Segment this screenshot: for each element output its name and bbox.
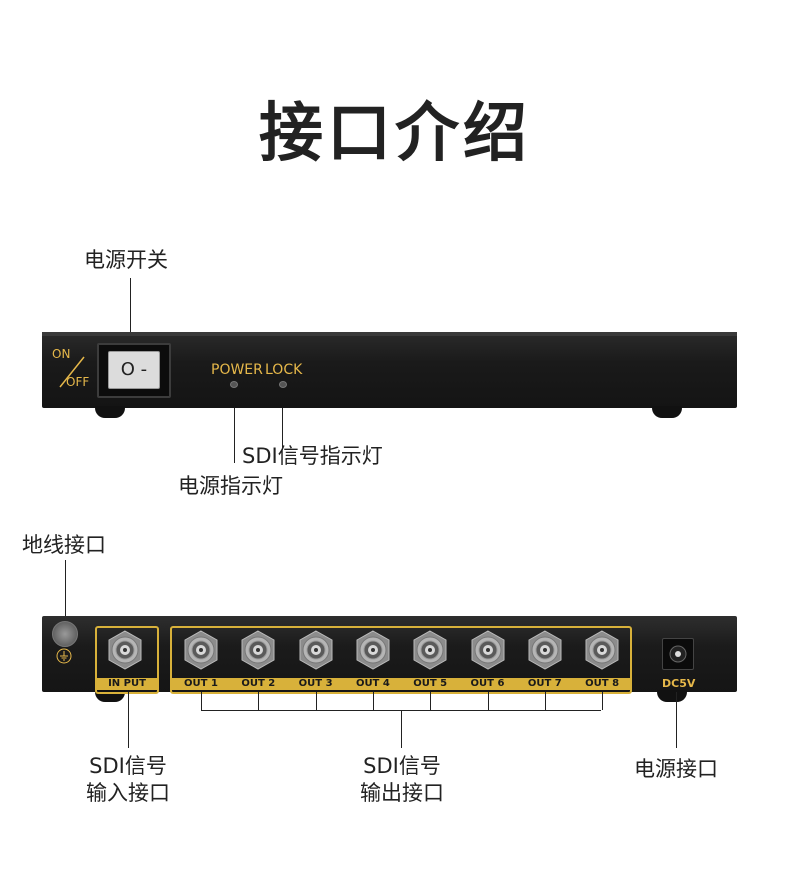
sdi-input-pointer <box>128 692 129 748</box>
output-port-label: OUT 6 <box>470 678 505 689</box>
dc-label: DC5V <box>662 677 696 690</box>
sdi-output-connector[interactable] <box>181 630 221 670</box>
output-port-label: OUT 1 <box>184 678 218 689</box>
output-port-label: OUT 3 <box>298 678 333 689</box>
output-bracket-tick <box>315 692 317 710</box>
ground-symbol-icon <box>56 648 72 664</box>
sdi-input-label: SDI信号 输入接口 <box>68 753 188 807</box>
back-foot-right <box>657 690 687 702</box>
power-led <box>230 381 238 388</box>
sdi-output-connector[interactable] <box>353 630 393 670</box>
power-port-label: 电源接口 <box>634 757 718 781</box>
off-text: OFF <box>66 375 90 389</box>
power-switch-label: 电源开关 <box>84 248 168 272</box>
lock-led <box>279 381 287 388</box>
sdi-output-connector[interactable] <box>238 630 278 670</box>
power-switch-pointer <box>130 278 131 346</box>
output-bracket-tick <box>430 692 432 710</box>
output-bracket-tick <box>258 692 260 710</box>
output-panel <box>170 626 632 694</box>
ground-pointer <box>65 560 66 622</box>
page-title: 接口介绍 <box>259 97 531 171</box>
output-port-label: OUT 7 <box>527 678 562 689</box>
on-text: ON <box>52 347 71 361</box>
output-bracket-tick <box>372 692 374 710</box>
output-port-label: OUT 2 <box>241 678 276 689</box>
sdi-output-label: SDI信号 输出接口 <box>342 753 462 807</box>
lock-led-label: LOCK <box>265 362 303 378</box>
sdi-indicator-label: SDI信号指示灯 <box>242 444 383 468</box>
power-switch-rocker[interactable]: O - <box>108 351 160 389</box>
dc-power-jack[interactable] <box>662 638 694 670</box>
input-panel <box>95 626 159 694</box>
slash-icon <box>59 356 85 388</box>
on-off-marking: ON OFF <box>50 345 98 395</box>
output-label-strip <box>172 678 630 690</box>
sdi-input-label-line1: SDI信号 <box>89 754 167 778</box>
sdi-output-label-line1: SDI信号 <box>363 754 441 778</box>
ground-screw-icon[interactable] <box>52 621 78 647</box>
output-port-label: OUT 5 <box>413 678 448 689</box>
lock-led-pointer <box>282 408 283 450</box>
sdi-output-connector[interactable] <box>468 630 508 670</box>
sdi-output-label-line2: 输出接口 <box>360 781 444 805</box>
front-foot-right <box>652 406 682 418</box>
output-port-label: OUT 8 <box>585 678 620 689</box>
power-led-pointer <box>234 408 235 463</box>
front-panel-top-edge <box>42 332 737 336</box>
output-bracket-tick <box>544 692 546 710</box>
sdi-output-connector[interactable] <box>525 630 565 670</box>
output-port-label: OUT 4 <box>355 678 390 689</box>
sdi-output-connector[interactable] <box>582 630 622 670</box>
output-bracket-tick <box>201 692 202 710</box>
ground-label: 地线接口 <box>22 533 106 557</box>
sdi-input-connector[interactable] <box>105 630 145 670</box>
power-led-label: POWER <box>211 362 263 378</box>
power-indicator-label: 电源指示灯 <box>178 474 283 498</box>
sdi-input-label-line2: 输入接口 <box>86 781 170 805</box>
sdi-output-connector[interactable] <box>296 630 336 670</box>
output-bracket-tick <box>487 692 489 710</box>
front-foot-left <box>95 406 125 418</box>
output-bracket-tick <box>602 692 604 710</box>
power-port-pointer <box>676 692 677 748</box>
sdi-output-pointer <box>401 710 402 748</box>
sdi-output-connector[interactable] <box>410 630 450 670</box>
input-port-label: IN PUT <box>97 678 157 690</box>
